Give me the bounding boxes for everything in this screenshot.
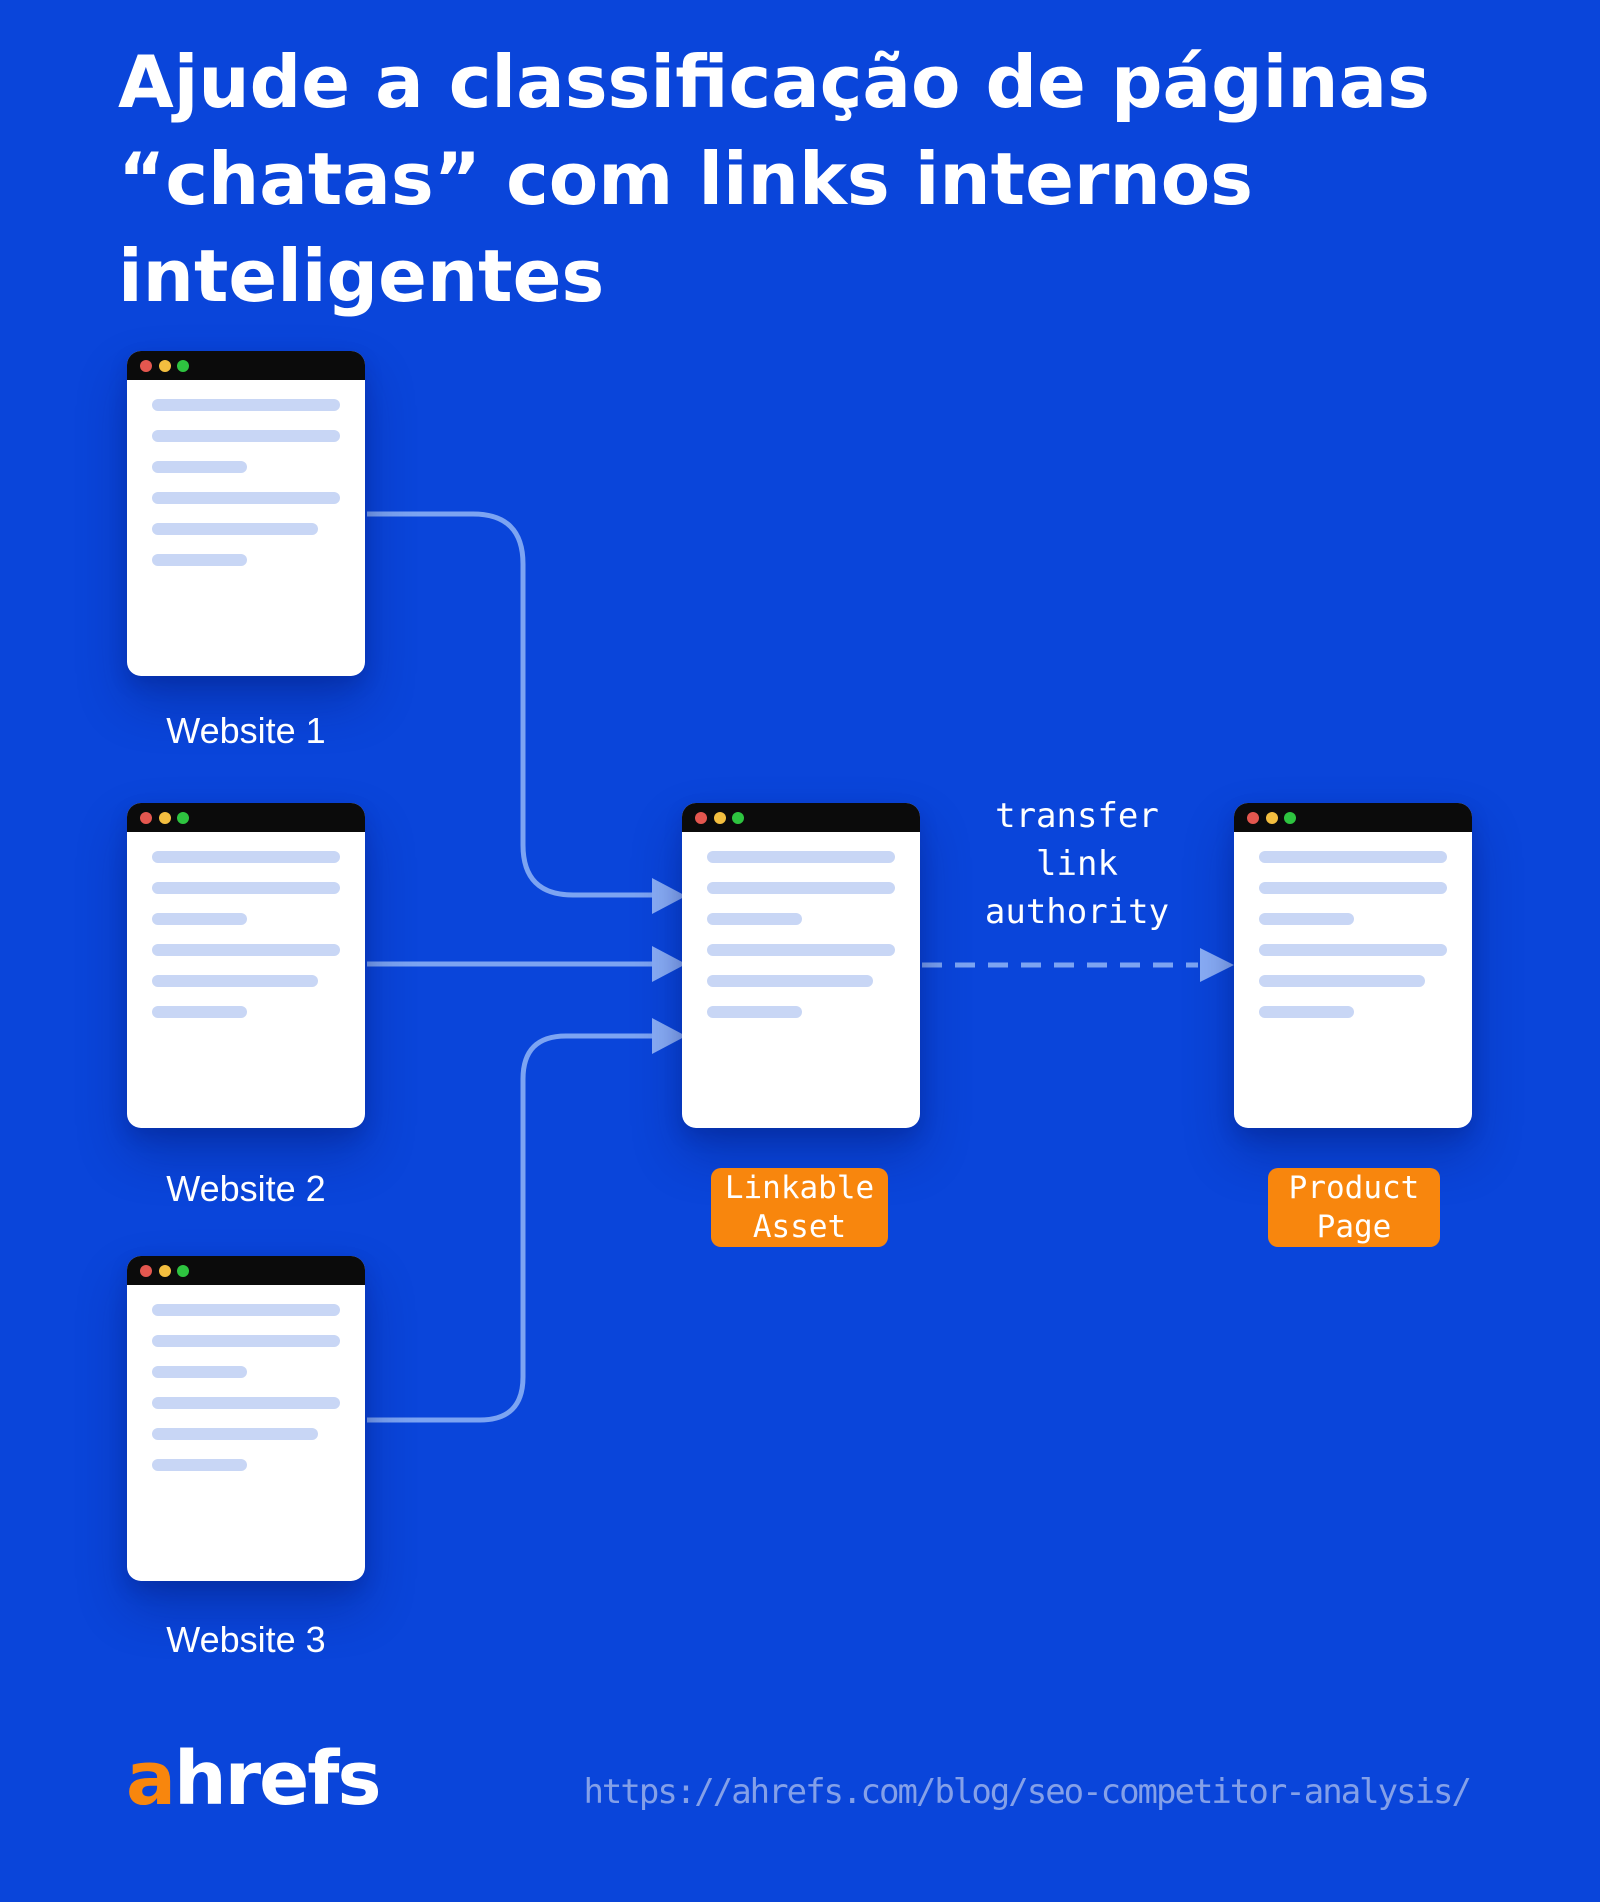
browser-titlebar [682,803,920,832]
browser-titlebar [127,1256,365,1285]
traffic-light-red-icon [140,359,152,372]
note-line-1: transfer [995,796,1159,836]
content-line [152,523,318,535]
content-line [1259,944,1447,956]
content-line [152,399,340,411]
website1-label: Website 1 [166,710,326,751]
traffic-light-red-icon [1247,811,1259,824]
content-line [707,975,873,987]
product-page-badge: Product Page [1268,1168,1440,1247]
ahrefs-logo-rest: hrefs [173,1736,382,1822]
page-title: Ajude a classificação de páginas “chatas… [118,34,1430,325]
content-line [152,492,340,504]
content-line [152,944,340,956]
content-line [152,1397,340,1409]
ahrefs-logo: ahrefs [126,1736,382,1822]
content-line [152,430,340,442]
badge-text-line-2: Page [1316,1208,1392,1245]
website2-label: Website 2 [166,1168,326,1209]
content-line [1259,851,1447,863]
arrowhead-icon [652,946,686,982]
content-line [152,554,247,566]
badge-text-line-2: Asset [752,1208,847,1245]
traffic-light-green-icon [1284,811,1296,824]
traffic-light-yellow-icon [158,1264,171,1277]
traffic-light-green-icon [177,359,189,372]
traffic-light-yellow-icon [713,811,726,824]
page-title-line-2: “chatas” com links internos [118,137,1254,221]
arrowhead-icon [1200,948,1234,982]
arrowhead-icon [652,878,686,914]
note-line-3: authority [984,892,1170,932]
page-title-line-1: Ajude a classificação de páginas [118,40,1430,124]
note-line-2: link [1036,844,1118,884]
content-line [152,913,247,925]
website1-card [127,351,365,676]
content-line [1259,975,1425,987]
content-line [707,1006,802,1018]
content-line [152,851,340,863]
product-page-card [1234,803,1472,1128]
traffic-light-green-icon [732,811,744,824]
arrowhead-icon [652,1018,686,1054]
website2-card [127,803,365,1128]
browser-titlebar [127,351,365,380]
traffic-light-red-icon [140,1264,152,1277]
content-line [707,913,802,925]
content-line [707,851,895,863]
traffic-light-yellow-icon [158,359,171,372]
badge-text-line-1: Product [1288,1169,1420,1206]
website3-label: Website 3 [166,1619,326,1660]
content-line [1259,882,1447,894]
transfer-link-authority-note: transfer link authority [942,792,1212,936]
traffic-light-green-icon [177,811,189,824]
content-line [152,1366,247,1378]
content-line [1259,1006,1354,1018]
linkable-asset-badge: Linkable Asset [711,1168,888,1247]
traffic-light-red-icon [140,811,152,824]
content-line [152,882,340,894]
content-line [152,975,318,987]
arrow-website3-to-asset [367,1033,652,1423]
content-line [152,1459,247,1471]
traffic-light-yellow-icon [1265,811,1278,824]
content-line [1259,913,1354,925]
page-title-line-3: inteligentes [118,234,605,318]
content-line [152,1428,318,1440]
source-url: https://ahrefs.com/blog/seo-competitor-a… [583,1772,1472,1812]
traffic-light-red-icon [695,811,707,824]
content-line [707,882,895,894]
ahrefs-logo-a: a [126,1736,176,1822]
browser-titlebar [127,803,365,832]
traffic-light-green-icon [177,1264,189,1277]
content-line [152,1006,247,1018]
content-line [152,1304,340,1316]
content-line [152,461,247,473]
website3-card [127,1256,365,1581]
badge-text-line-1: Linkable [724,1169,875,1206]
linkable-asset-card [682,803,920,1128]
browser-titlebar [1234,803,1472,832]
traffic-light-yellow-icon [158,811,171,824]
content-line [707,944,895,956]
arrow-website1-to-asset [367,511,652,898]
content-line [152,1335,340,1347]
